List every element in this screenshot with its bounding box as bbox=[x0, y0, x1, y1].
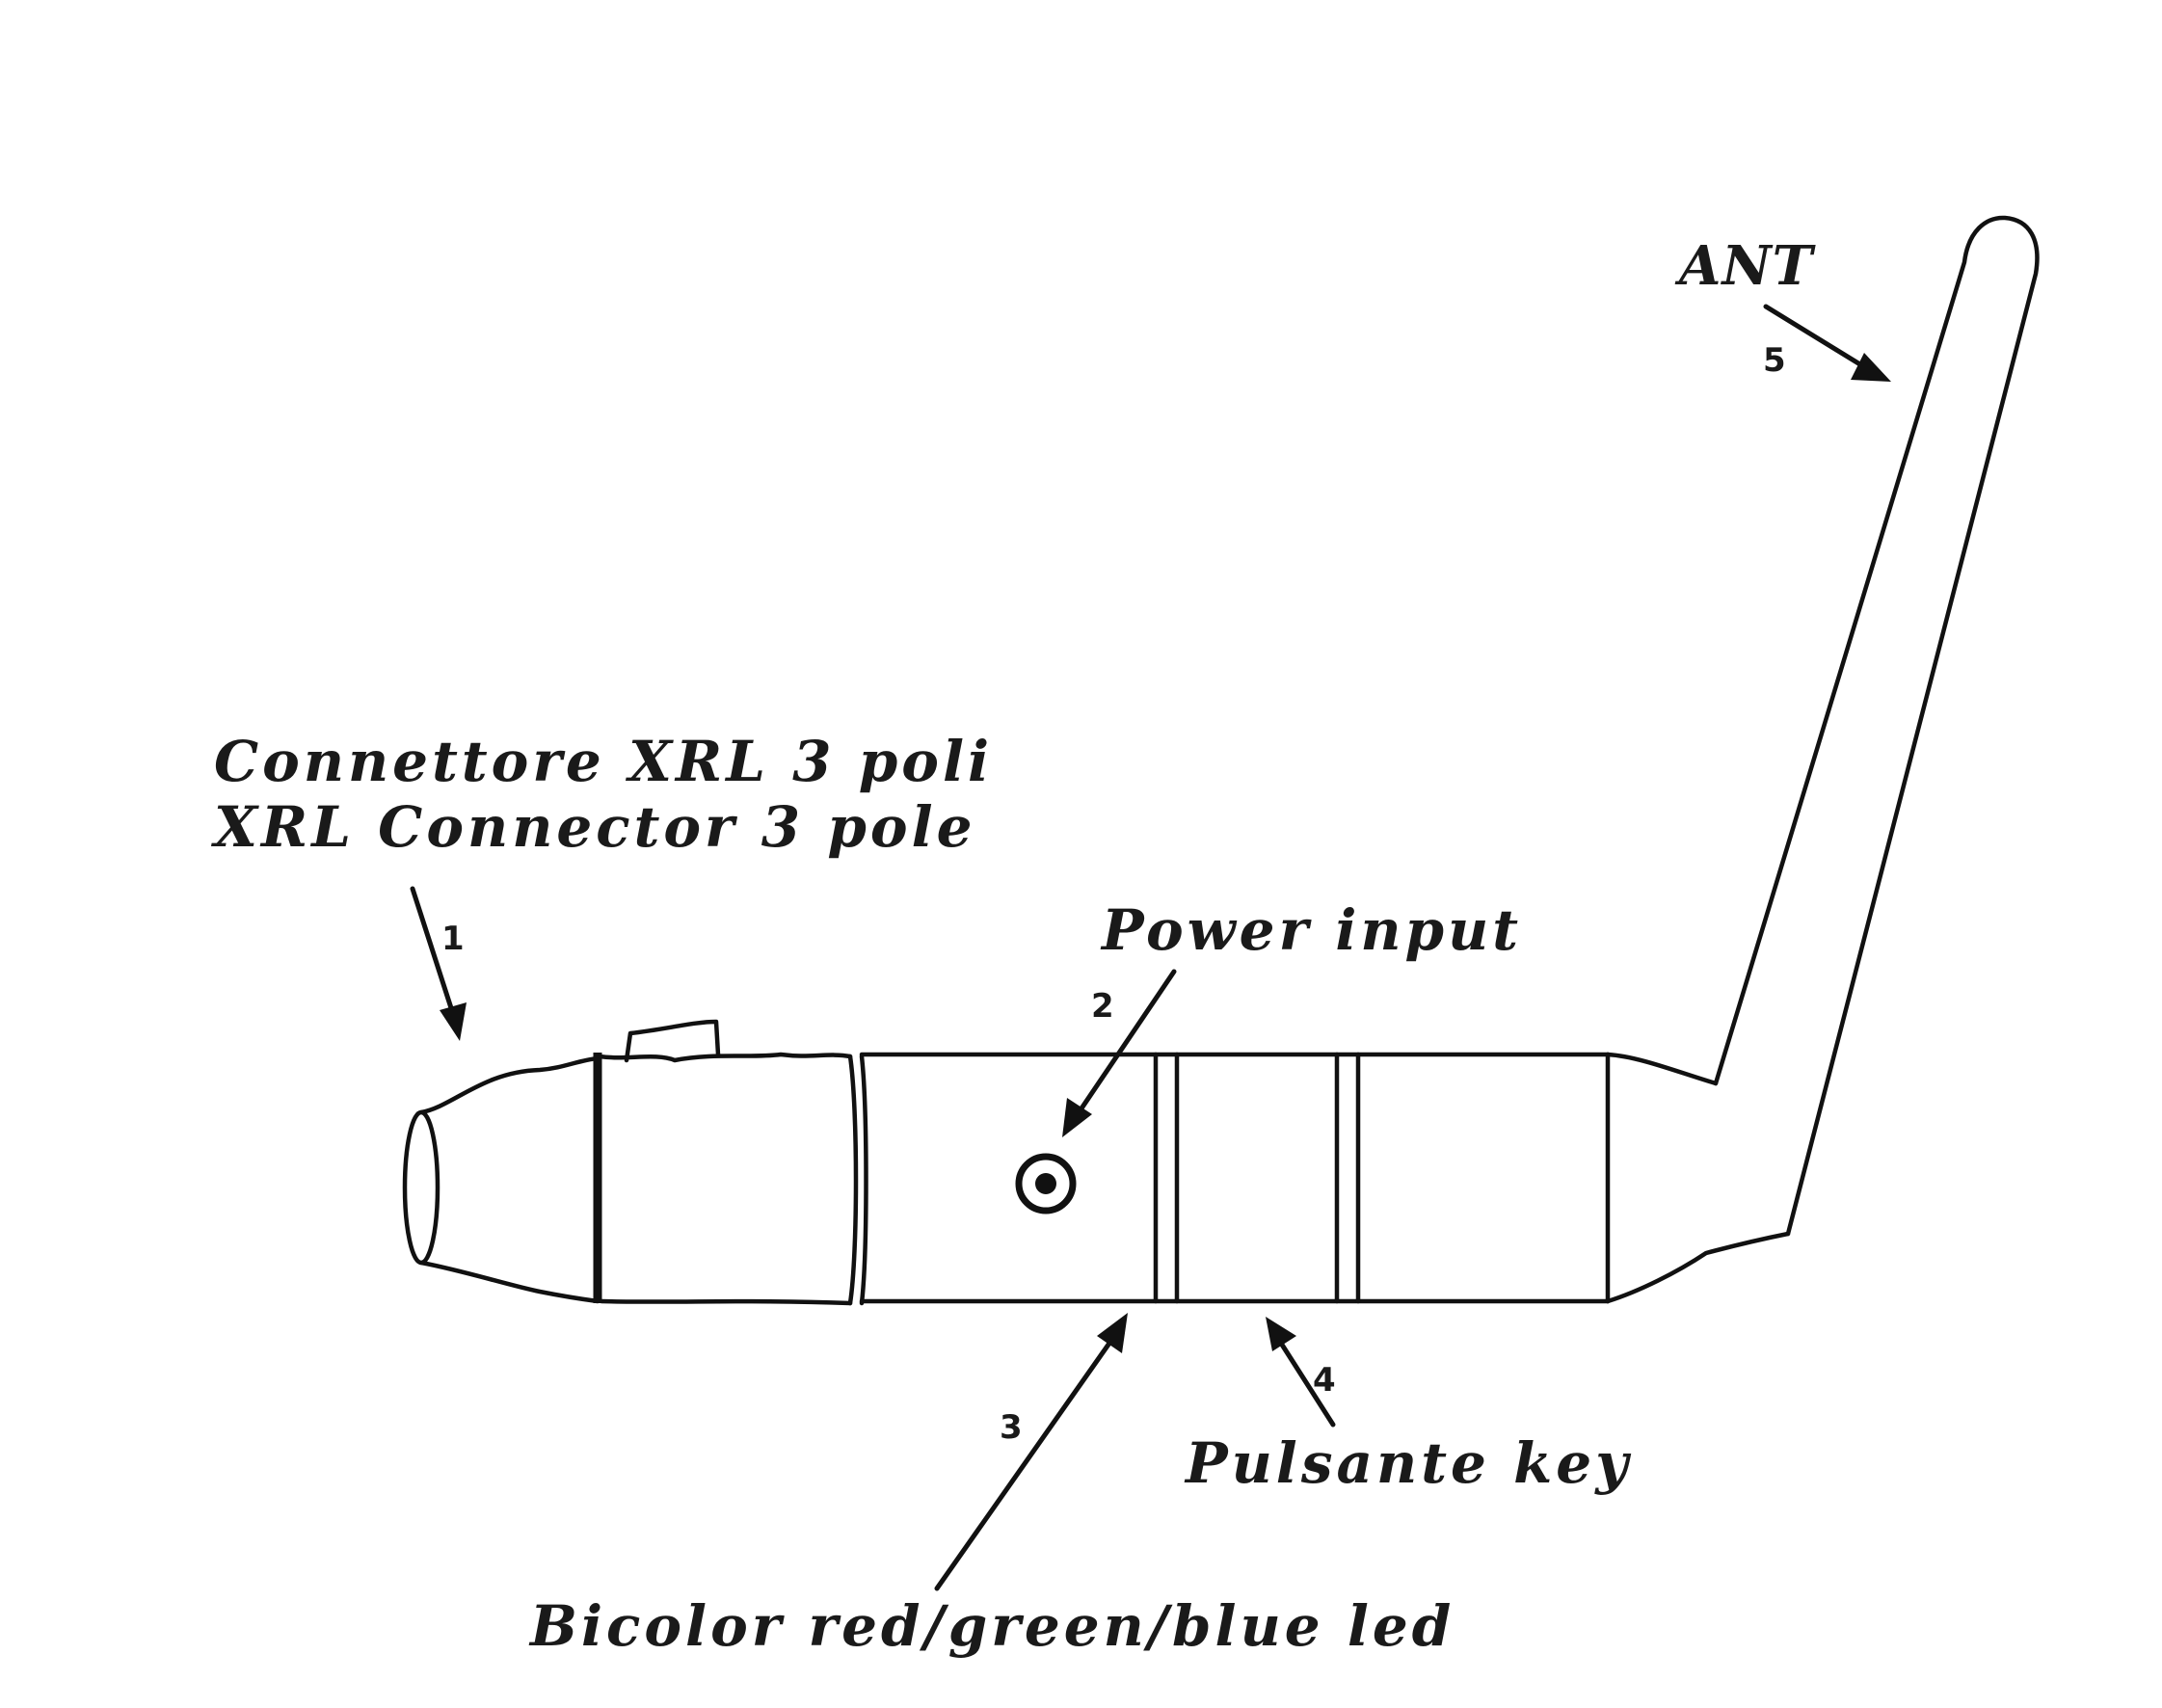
callout-number-2: 2 bbox=[1091, 987, 1114, 1026]
callout-1-arrow bbox=[410, 886, 467, 1041]
label-xlr-connector-en: XRL Connector 3 pole bbox=[210, 794, 976, 860]
callout-number-3: 3 bbox=[1000, 1408, 1023, 1447]
callout-number-1: 1 bbox=[441, 920, 465, 958]
callout-5-arrow bbox=[1763, 304, 1891, 382]
callout-4-arrow bbox=[1266, 1317, 1336, 1428]
label-pulsante-key: Pulsante key bbox=[1184, 1430, 1632, 1496]
xlr-connector bbox=[402, 1055, 601, 1304]
label-power-input: Power input bbox=[1100, 897, 1522, 963]
antenna bbox=[1713, 215, 2040, 1237]
callout-3-arrow bbox=[934, 1313, 1128, 1591]
label-xlr-connector-it: Connettore XRL 3 poli bbox=[214, 729, 993, 794]
callout-number-5: 5 bbox=[1763, 341, 1786, 380]
rear-body-section bbox=[597, 1019, 868, 1306]
tapered-end bbox=[1605, 1052, 1791, 1304]
main-body bbox=[859, 1052, 1611, 1304]
power-input-jack bbox=[1015, 1153, 1077, 1214]
latch-clip bbox=[624, 1019, 721, 1063]
label-antenna: ANT bbox=[1674, 234, 1817, 298]
callout-2-arrow bbox=[1062, 969, 1177, 1137]
label-bicolor-led: Bicolor red/green/blue led bbox=[528, 1593, 1455, 1659]
callout-number-4: 4 bbox=[1313, 1361, 1336, 1400]
